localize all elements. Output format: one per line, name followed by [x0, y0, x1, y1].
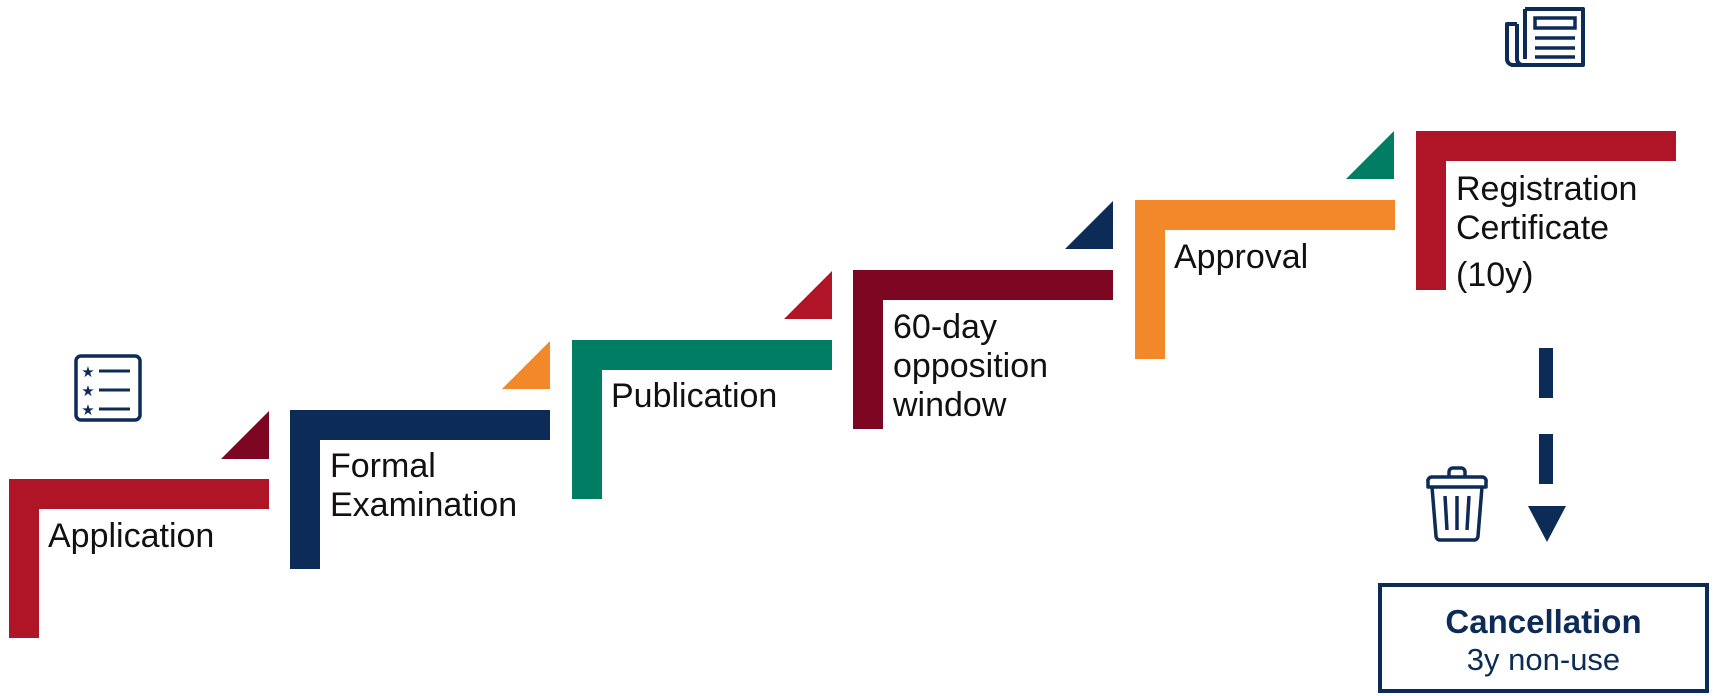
step-label-line: (10y) [1456, 256, 1534, 294]
step-stem-formal-examination [290, 410, 320, 569]
step-label-line: Certificate [1456, 209, 1610, 247]
step-stem-application [9, 479, 39, 638]
step-bar-opposition-window [853, 270, 1113, 300]
step-corner-formal-examination [502, 341, 550, 389]
step-bar-formal-examination [290, 410, 550, 440]
step-bar-approval [1135, 200, 1395, 230]
step-label-line: Registration [1456, 170, 1638, 208]
step-label-registration-certificate: Registration Certificate (10y) [1456, 170, 1637, 295]
step-label-line: Examination [330, 486, 518, 524]
step-label-opposition-window: 60-day opposition window [893, 308, 1048, 425]
step-label-line: window [893, 386, 1007, 424]
step-stem-registration-certificate [1416, 131, 1446, 290]
newspaper-icon [1505, 7, 1585, 67]
svg-text:★: ★ [81, 382, 94, 400]
step-corner-opposition-window [1065, 201, 1113, 249]
checklist-icon: ★ ★ ★ [74, 354, 142, 422]
step-label-line: Approval [1174, 238, 1309, 276]
step-stem-opposition-window [853, 270, 883, 429]
step-label-line: 60-day [893, 308, 997, 346]
step-label-application: Application [48, 517, 214, 556]
svg-text:★: ★ [81, 363, 94, 381]
step-label-line: opposition [893, 347, 1049, 385]
trash-icon [1426, 466, 1488, 542]
step-label-line: Application [48, 517, 215, 555]
svg-text:★: ★ [81, 401, 94, 419]
step-stem-approval [1135, 200, 1165, 359]
cancellation-title: Cancellation [1445, 603, 1642, 640]
cancellation-subtitle: 3y non-use [1466, 642, 1621, 677]
step-corner-application [221, 411, 269, 459]
step-stem-publication [572, 340, 602, 499]
step-bar-application [9, 479, 269, 509]
step-bar-registration-certificate [1416, 131, 1676, 161]
step-label-formal-examination: Formal Examination [330, 447, 517, 525]
step-corner-approval [1346, 131, 1394, 179]
dashed-down-arrow [1528, 348, 1566, 542]
step-label-line: Formal [330, 447, 436, 485]
step-corner-publication [784, 271, 832, 319]
cancellation-box: Cancellation 3y non-use [1378, 583, 1709, 693]
step-label-publication: Publication [611, 377, 777, 416]
step-bar-publication [572, 340, 832, 370]
step-label-line: Publication [611, 377, 778, 415]
step-label-approval: Approval [1174, 238, 1308, 277]
